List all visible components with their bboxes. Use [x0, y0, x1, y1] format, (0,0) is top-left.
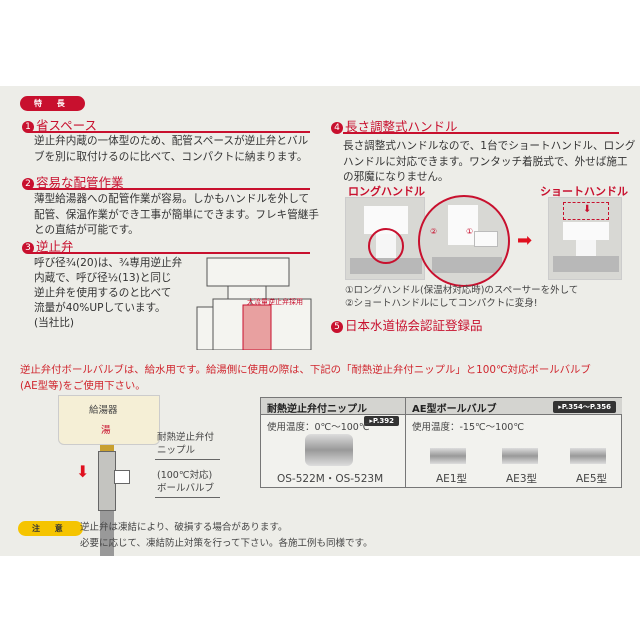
divider	[28, 131, 310, 133]
table-col2-title: AE型ボールバルブ	[412, 404, 497, 415]
model-ae3: AE3型	[506, 473, 537, 485]
model-ae5: AE5型	[576, 473, 607, 485]
page-ref-link[interactable]: ▸P.392	[364, 416, 399, 426]
diagram-label: 大流量逆止弁採用	[247, 298, 303, 306]
leader-line	[155, 459, 220, 460]
detail-zoom-circle: ② ①	[418, 195, 510, 287]
hose	[100, 511, 114, 556]
long-handle-photo	[345, 197, 425, 280]
ae1-photo	[430, 448, 466, 464]
short-handle-label: ショートハンドル	[540, 185, 628, 198]
divider	[343, 132, 619, 134]
table-col1-title: 耐熱逆止弁付ニップル	[267, 404, 367, 415]
model-ae1: AE1型	[436, 473, 467, 485]
features-badge: 特 長	[20, 96, 85, 111]
col2-temp: 使用温度：-15℃～100℃	[412, 422, 524, 433]
product-table: 耐熱逆止弁付ニップル▸P.392 使用温度：0℃～100℃ OS-522M・OS…	[260, 397, 622, 488]
valve-label: (100℃対応)ボールバルブ	[157, 470, 215, 494]
nipple-label: 耐熱逆止弁付ニップル	[157, 432, 215, 456]
col1-temp: 使用温度：0℃～100℃	[267, 422, 370, 433]
short-handle-photo: ⬇	[548, 197, 622, 280]
col1-models: OS-522M・OS-523M	[277, 473, 384, 485]
section-3-text: 呼び径¾(20)は、¾専用逆止弁内蔵で、呼び径½(13)と同じ逆止弁を使用するの…	[34, 257, 183, 329]
hot-water-notice: 逆止弁付ボールバルブは、給水用です。給湯側に使用の際は、下記の「耐熱逆止弁付ニッ…	[20, 364, 591, 392]
divider	[28, 252, 310, 254]
divider	[28, 188, 310, 190]
arrow-right-icon: ➡	[517, 230, 533, 251]
nipple-photo	[305, 434, 353, 466]
section-2-text: 薄型給湯器への配管作業が容易。しかもハンドルを外して配管、保温作業ができ工事が簡…	[34, 193, 319, 236]
ae3-photo	[502, 448, 538, 464]
caution-text: 逆止弁は凍結により、破損する場合があります。必要に応じて、凍結防止対策を行って下…	[80, 522, 373, 549]
caution-badge: 注 意	[18, 521, 83, 536]
long-handle-label: ロングハンドル	[348, 185, 425, 198]
water-heater-box: 給湯器 湯	[58, 395, 160, 445]
arrow-down-icon: ⬇	[76, 462, 90, 481]
section-4-text: 長さ調整式ハンドルなので、1台でショートハンドル、ロングハンドルに対応できます。…	[343, 140, 636, 183]
ae5-photo	[570, 448, 606, 464]
fitting	[100, 445, 114, 451]
section-1-text: 逆止弁内蔵の一体型のため、配管スペースが逆止弁とバルブを別に取付けるのに比べて、…	[34, 135, 309, 163]
check-valve-diagram	[196, 257, 312, 350]
leader-line	[155, 497, 220, 498]
page-ref-link[interactable]: ▸P.354～P.356	[553, 401, 616, 413]
valve-handle	[114, 470, 130, 484]
